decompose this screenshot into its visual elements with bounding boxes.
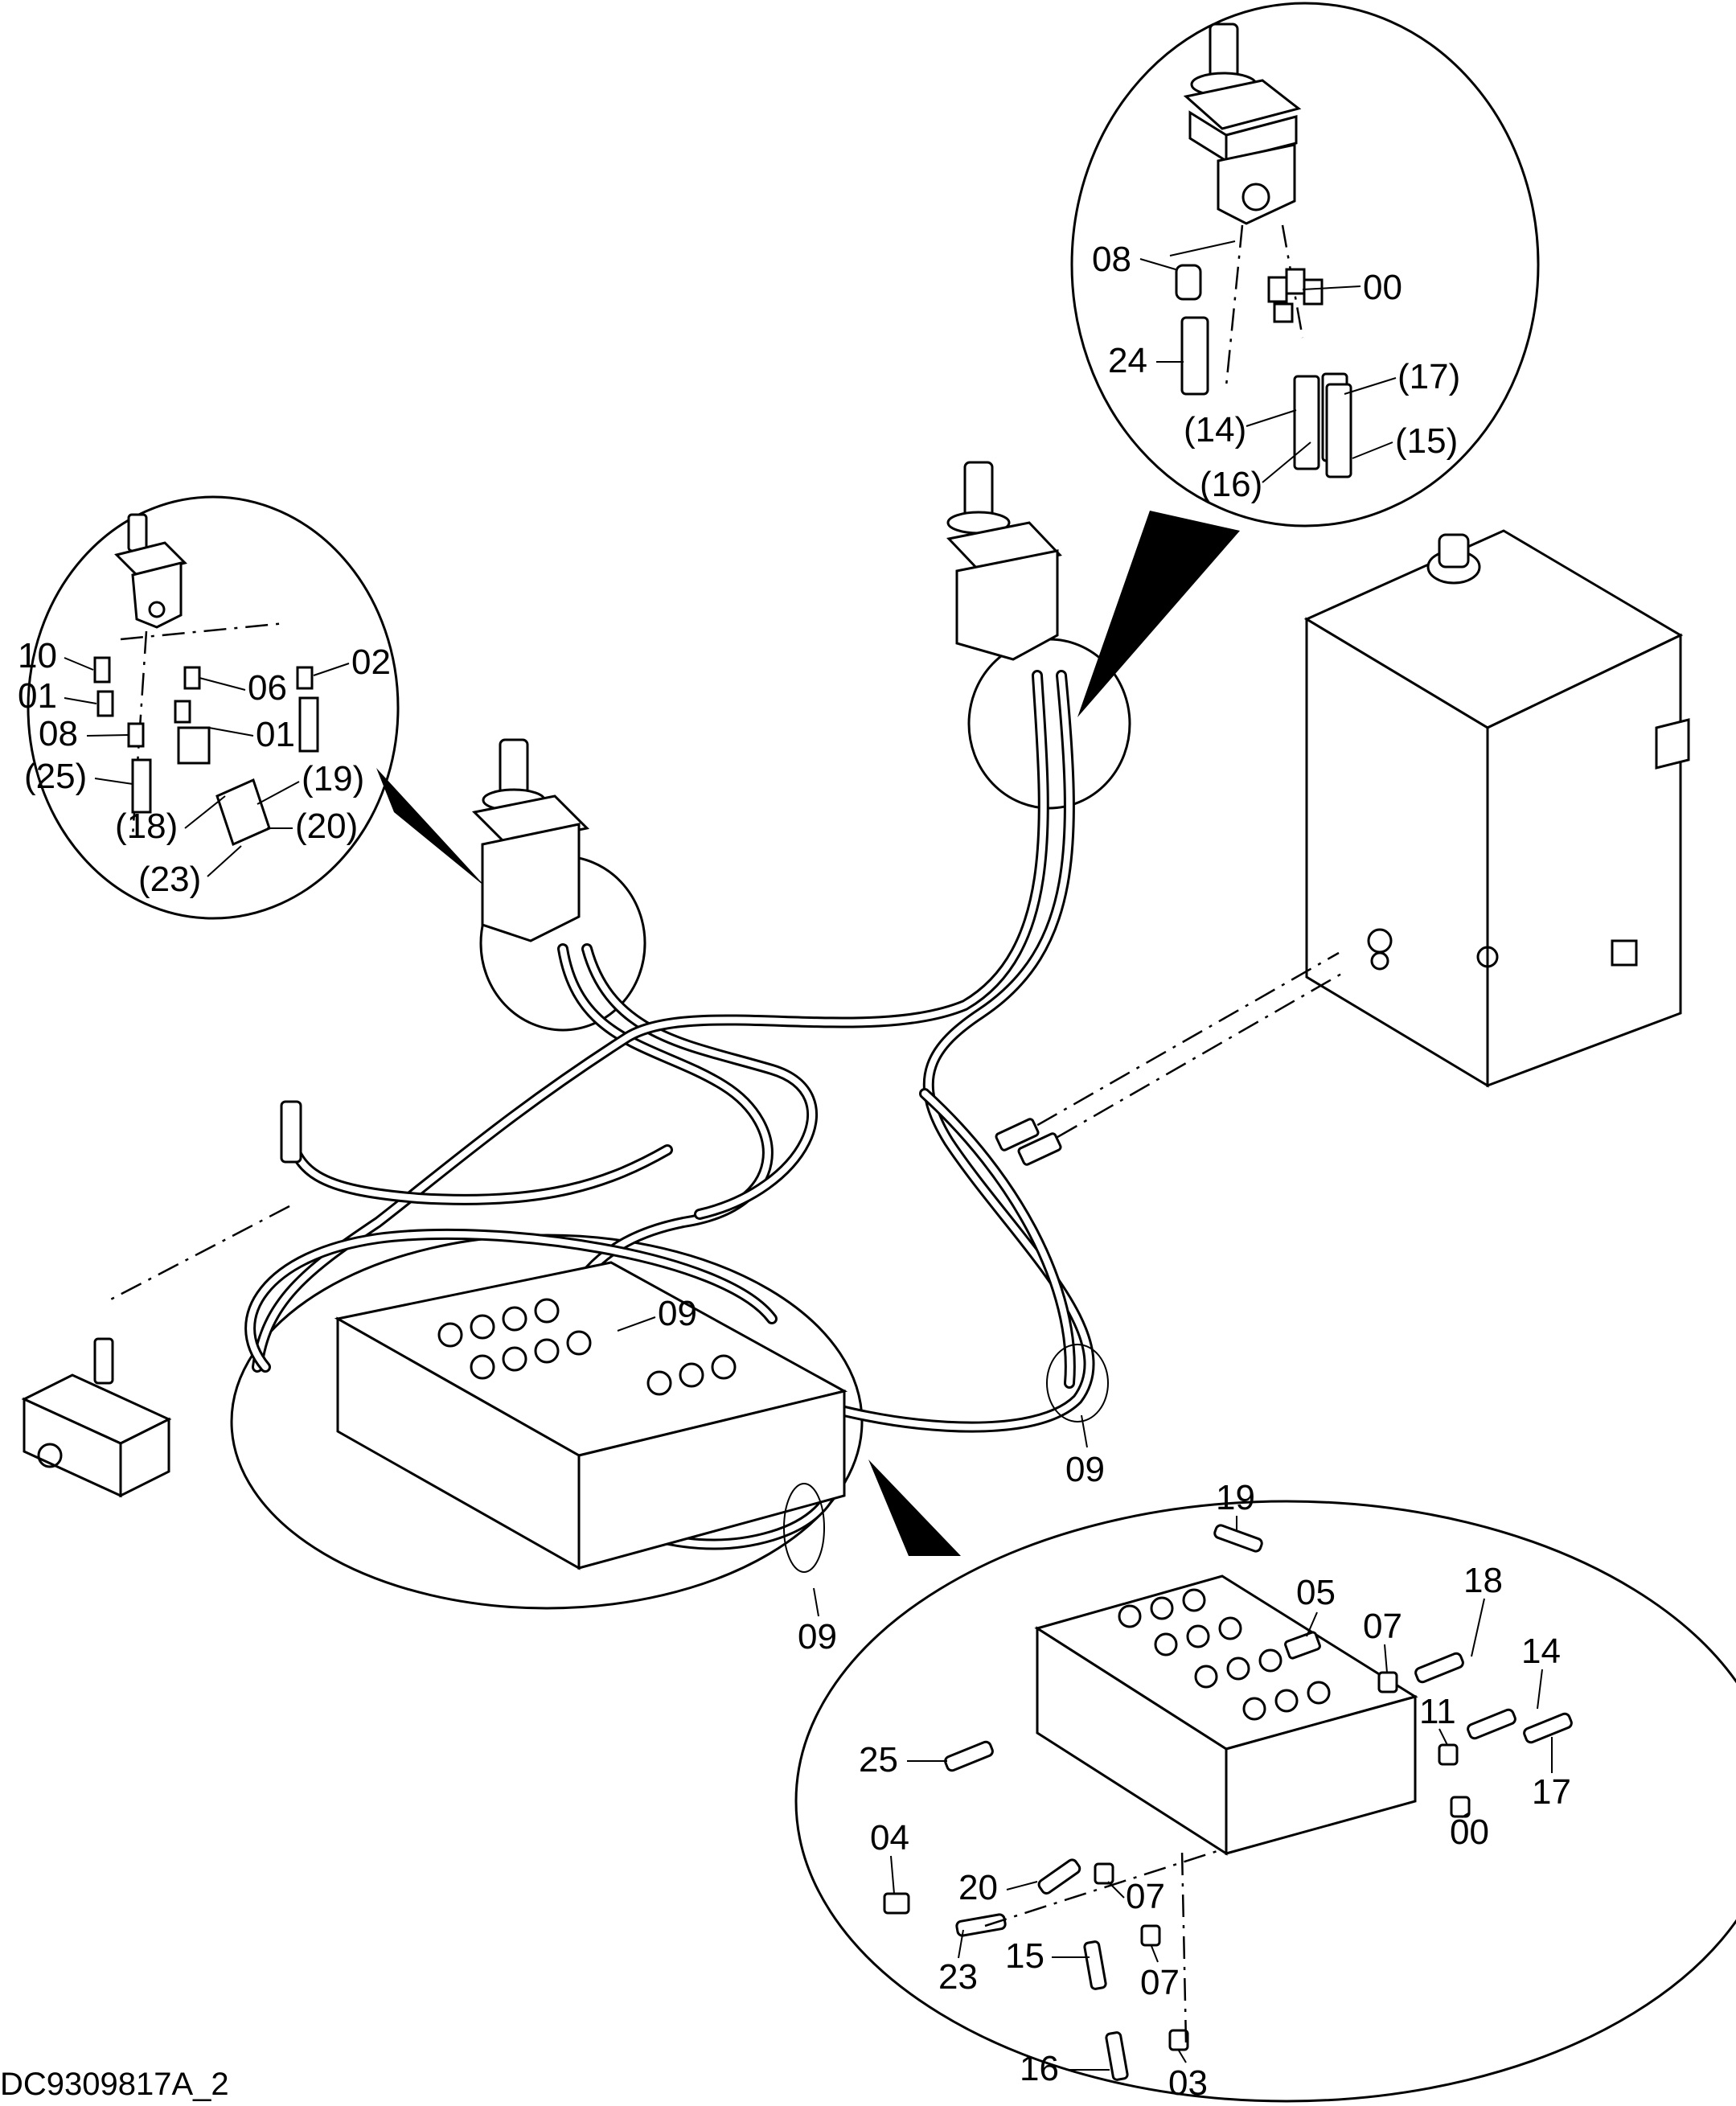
callout-20: 20 [958, 1868, 998, 1907]
callout-08-left: 08 [39, 714, 78, 753]
callout-05: 05 [1296, 1573, 1336, 1612]
joystick-valve-detail-top [1169, 23, 1352, 478]
callouts-left: 10 01 08 (25) (18) 06 01 02 (19) (20) (2… [18, 636, 391, 899]
callout-14: (14) [1184, 410, 1246, 450]
callout-19-left: (19) [302, 759, 364, 798]
callout-17: (17) [1397, 357, 1460, 396]
callout-09-right: 09 [1065, 1450, 1105, 1489]
callout-18: 18 [1463, 1561, 1503, 1600]
right-joystick-valve [946, 461, 1062, 661]
callout-00: 00 [1363, 268, 1402, 307]
callout-09-top: 09 [658, 1294, 697, 1333]
callout-01-left: 01 [18, 676, 57, 716]
document-id: DC9309817A_2 [0, 2067, 229, 2102]
callout-25-left: (25) [24, 757, 87, 796]
main-control-valve [334, 1261, 848, 1570]
callout-14: 14 [1521, 1632, 1561, 1671]
callout-04: 04 [870, 1818, 909, 1858]
detail-bubble-bottom-right [794, 1459, 1736, 2103]
callout-07-top: 07 [1363, 1607, 1402, 1646]
callout-18-left: (18) [115, 807, 178, 846]
callout-11: 11 [1419, 1692, 1456, 1731]
callout-15: (15) [1395, 421, 1458, 461]
callouts-middle: 09 09 09 [617, 1294, 1109, 1656]
callout-24: 24 [1108, 341, 1147, 380]
callout-10: 10 [18, 636, 57, 675]
callout-09-bottom: 09 [798, 1617, 837, 1656]
left-joystick-valve [471, 738, 590, 942]
callout-23-left: (23) [138, 860, 201, 899]
callout-16: (16) [1200, 465, 1262, 504]
callout-06: 06 [248, 668, 287, 708]
callout-16: 16 [1020, 2049, 1059, 2088]
joystick-valve-detail-left [93, 513, 319, 847]
pilot-filter-hose [104, 1100, 302, 1304]
hydraulic-tank [1303, 529, 1690, 1088]
callouts-bottom-right: 19 05 07 18 14 11 25 17 00 04 20 07 23 1… [859, 1478, 1571, 2103]
control-valve-detail [883, 1524, 1573, 2081]
callout-19: 19 [1216, 1478, 1255, 1517]
callout-00: 00 [1450, 1812, 1489, 1852]
detail-bubble-top-right [1070, 2, 1540, 717]
callout-07-mid: 07 [1126, 1877, 1165, 1916]
callouts-top-right: 08 24 00 (17) (14) (15) (16) [1092, 240, 1460, 504]
callout-20-left: (20) [295, 807, 358, 846]
callout-25: 25 [859, 1740, 898, 1780]
solenoid-valve-block [21, 1337, 172, 1498]
tank-return-lines [995, 951, 1344, 1166]
callout-17: 17 [1532, 1772, 1571, 1812]
detail-bubble-left [27, 495, 486, 920]
callout-15: 15 [1005, 1936, 1044, 1976]
callout-08: 08 [1092, 240, 1131, 279]
callout-01-right: 01 [256, 715, 295, 754]
callout-02: 02 [351, 642, 391, 682]
callout-23: 23 [938, 1957, 978, 1997]
magnify-circle-right-joystick [967, 638, 1131, 810]
callout-07-low: 07 [1140, 1963, 1180, 2002]
callout-03: 03 [1168, 2063, 1208, 2103]
